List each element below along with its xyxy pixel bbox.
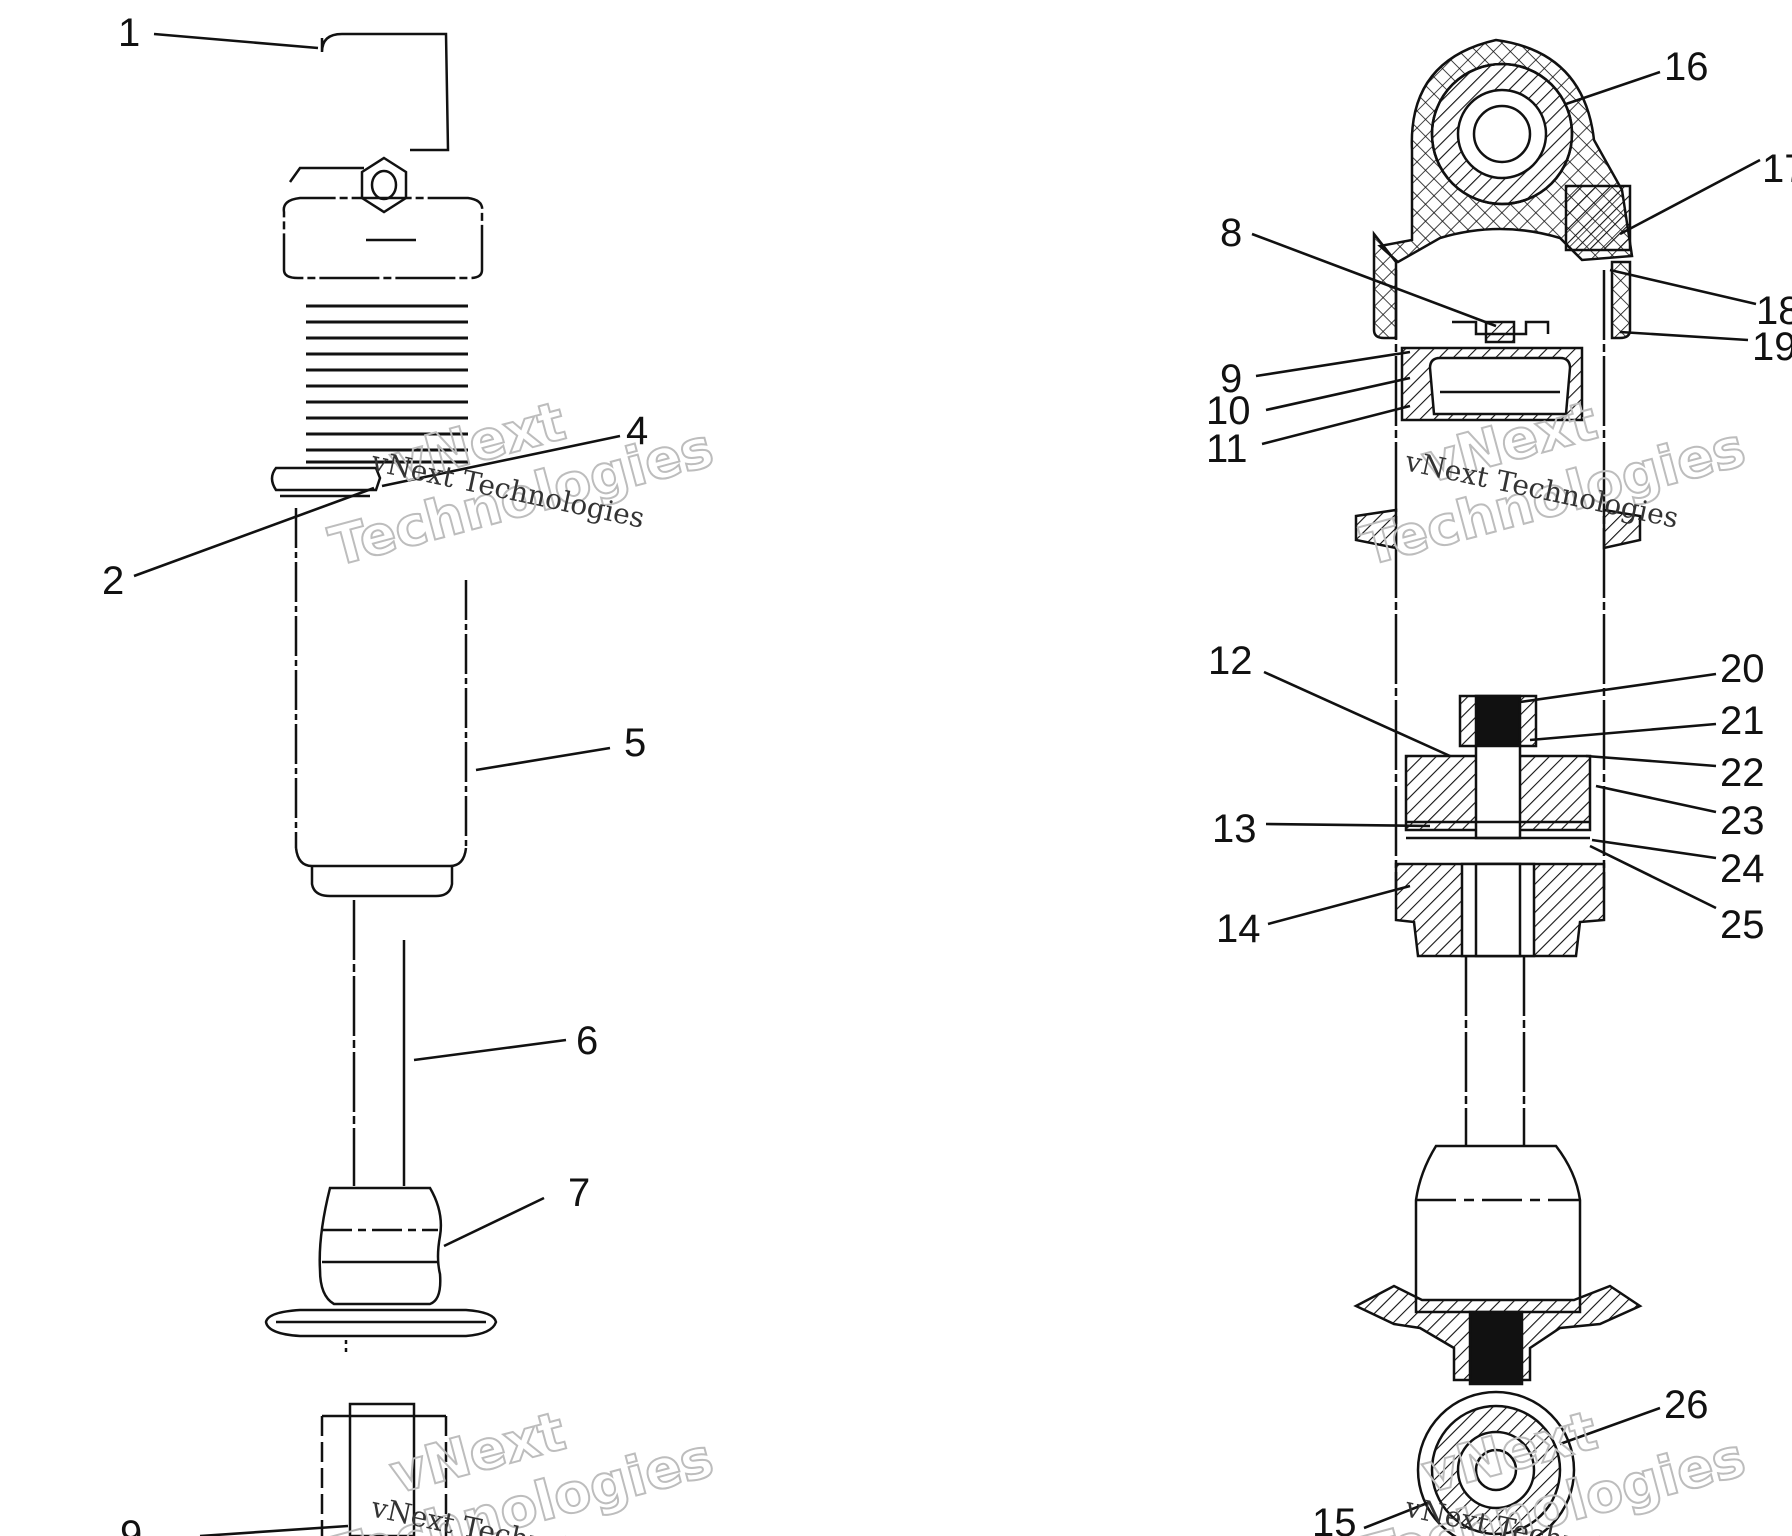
watermark-bottom-left: vNext Technologies (322, 1398, 721, 1536)
spring-seat (264, 1308, 498, 1356)
callout-23: 23 (1720, 799, 1765, 843)
bottom-eye (1416, 1390, 1576, 1536)
piston-rod (352, 900, 406, 1186)
seal-head (1394, 862, 1606, 958)
callout-2: 2 (102, 559, 124, 603)
callout-12: 12 (1208, 639, 1253, 683)
callout-9: 9 (1220, 357, 1242, 401)
callout-15: 15 (1312, 1501, 1357, 1536)
valve-cap (1452, 320, 1550, 344)
callout-18: 18 (1756, 289, 1792, 333)
leader-lines (133, 32, 1761, 1536)
callout-25: 25 (1720, 903, 1765, 947)
callout-20: 20 (1720, 647, 1765, 691)
callout-13: 13 (1212, 807, 1257, 851)
callout-1: 1 (118, 11, 140, 55)
shock-body (294, 508, 468, 898)
callout-6: 6 (576, 1019, 598, 1063)
spring-fins (306, 304, 468, 464)
upper-body (282, 196, 484, 280)
callout-16: 16 (1664, 45, 1709, 89)
callout-7: 7 (568, 1171, 590, 1215)
main-piston (1404, 694, 1592, 840)
callout-labels: 1 2 4 5 6 7 8 9 10 11 12 13 14 15 16 17 … (102, 11, 1792, 1536)
callout-9-partial: 9 (120, 1513, 142, 1536)
callout-26: 26 (1664, 1383, 1709, 1427)
lower-eyelet (320, 1402, 448, 1536)
bump-stop (318, 1186, 443, 1306)
reservoir-cap (288, 32, 450, 183)
callout-8: 8 (1220, 211, 1242, 255)
callout-17: 17 (1762, 147, 1792, 191)
watermark-top-left: vNext Technologies (322, 388, 721, 579)
callout-5: 5 (624, 721, 646, 765)
fitting-nut (360, 156, 408, 214)
callout-24: 24 (1720, 847, 1765, 891)
side-ports (1354, 508, 1642, 550)
callout-19: 19 (1752, 325, 1792, 369)
callout-11: 11 (1206, 427, 1248, 471)
lower-bumper (1414, 1144, 1582, 1314)
floating-piston (1400, 346, 1584, 422)
callout-10: 10 (1206, 389, 1251, 433)
lower-spring-seat (1353, 1284, 1643, 1386)
callout-22: 22 (1720, 751, 1765, 795)
left-shock-external-view (264, 32, 498, 1536)
top-eye-housing (1372, 38, 1634, 340)
callout-21: 21 (1720, 699, 1765, 743)
callout-4: 4 (626, 409, 648, 453)
right-shock-section-view (1353, 38, 1643, 1536)
callout-14: 14 (1216, 907, 1261, 951)
shaft (1464, 956, 1526, 1146)
